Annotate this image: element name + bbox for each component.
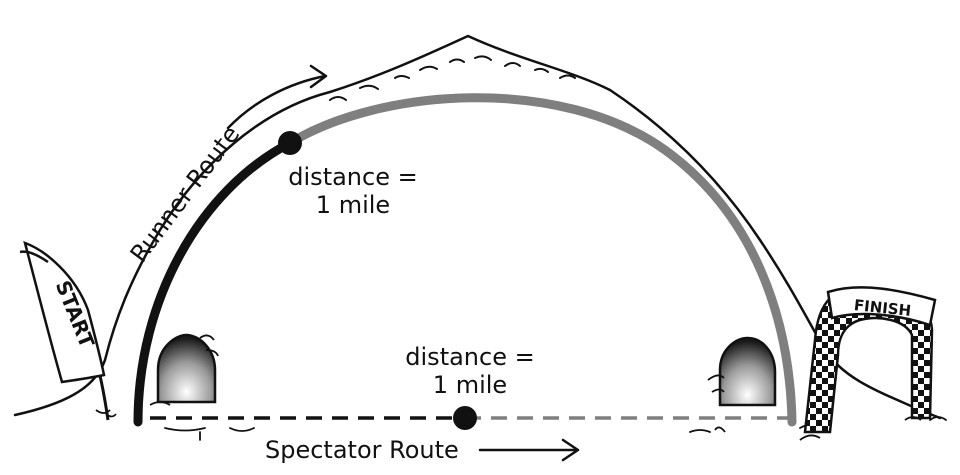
right-tunnel xyxy=(707,336,777,433)
runner-distance-line1: distance = xyxy=(288,163,418,191)
finish-arch xyxy=(799,286,937,441)
runner-distance-line2: 1 mile xyxy=(315,191,391,219)
runner-route-arrow xyxy=(226,64,328,130)
hill-outline xyxy=(13,34,942,420)
spectator-position-marker xyxy=(453,406,477,430)
ground-scribbles xyxy=(164,416,947,441)
left-tunnel xyxy=(149,333,219,406)
start-flag xyxy=(19,241,117,421)
spectator-distance-line2: 1 mile xyxy=(432,371,508,399)
runner-path-completed xyxy=(133,138,295,427)
spectator-route-label: Spectator Route xyxy=(265,436,459,464)
runner-path-remaining xyxy=(285,93,797,427)
runner-position-marker xyxy=(278,131,302,155)
spectator-route-arrow xyxy=(478,438,580,462)
hill-texture xyxy=(329,55,576,101)
spectator-distance-line1: distance = xyxy=(405,343,535,371)
